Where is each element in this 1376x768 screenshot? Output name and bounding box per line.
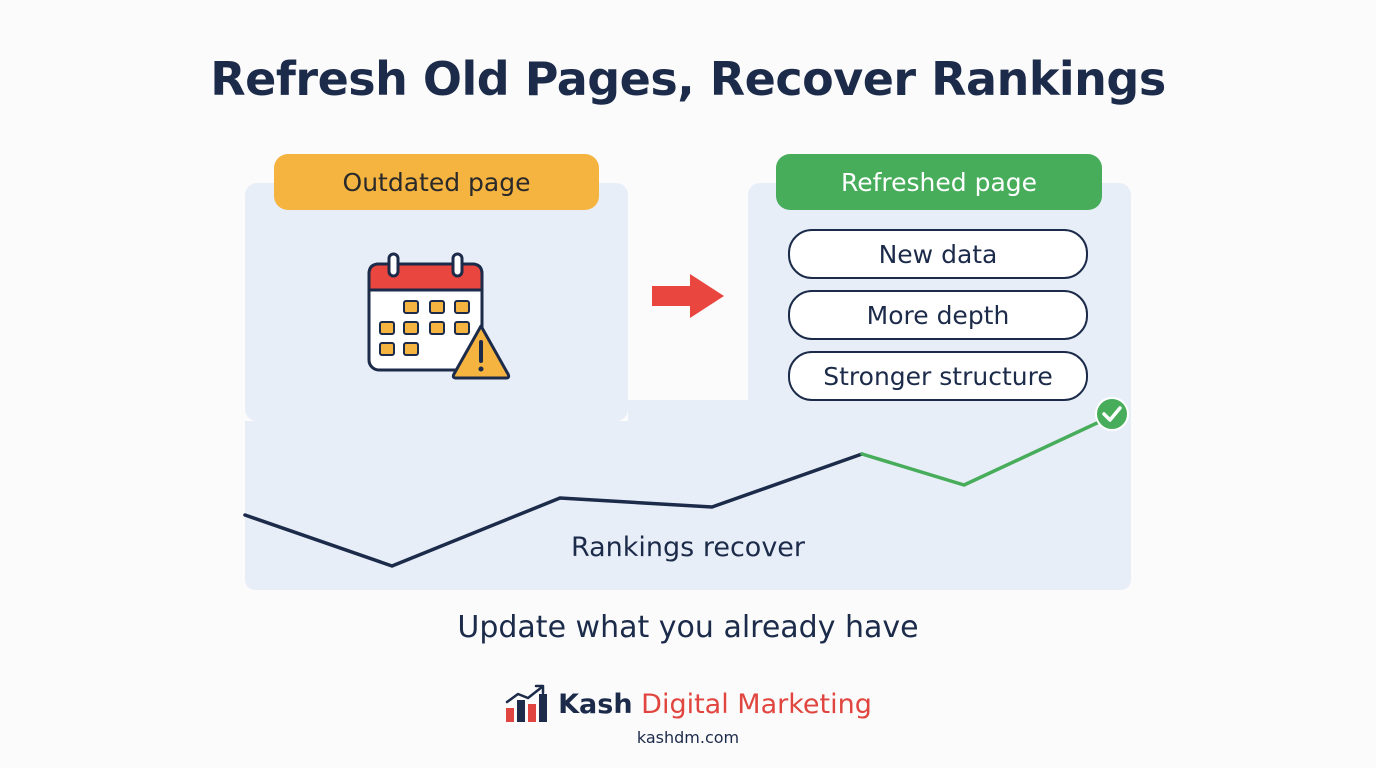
brand-name-bold: Kash — [558, 688, 633, 720]
brand-name-rest: Digital Marketing — [641, 688, 872, 720]
subtitle: Update what you already have — [457, 610, 919, 645]
brand-name: Kash Digital Marketing — [558, 689, 872, 720]
calendar-warning-icon — [367, 252, 511, 380]
brand-url: kashdm.com — [636, 728, 740, 747]
bar-chart-growth-icon — [505, 684, 548, 722]
right-arrow-icon — [652, 274, 724, 318]
refreshed-page-label: Refreshed page — [776, 154, 1102, 210]
feature-stronger-structure: Stronger structure — [788, 351, 1088, 401]
feature-more-depth: More depth — [788, 290, 1088, 340]
feature-new-data: New data — [788, 229, 1088, 279]
page-title: Refresh Old Pages, Recover Rankings — [210, 52, 1166, 106]
brand: Kash Digital Marketing — [0, 684, 1376, 724]
rankings-recover-label: Rankings recover — [570, 532, 806, 563]
rankings-chart-area — [245, 421, 1131, 590]
outdated-page-label: Outdated page — [274, 154, 599, 210]
